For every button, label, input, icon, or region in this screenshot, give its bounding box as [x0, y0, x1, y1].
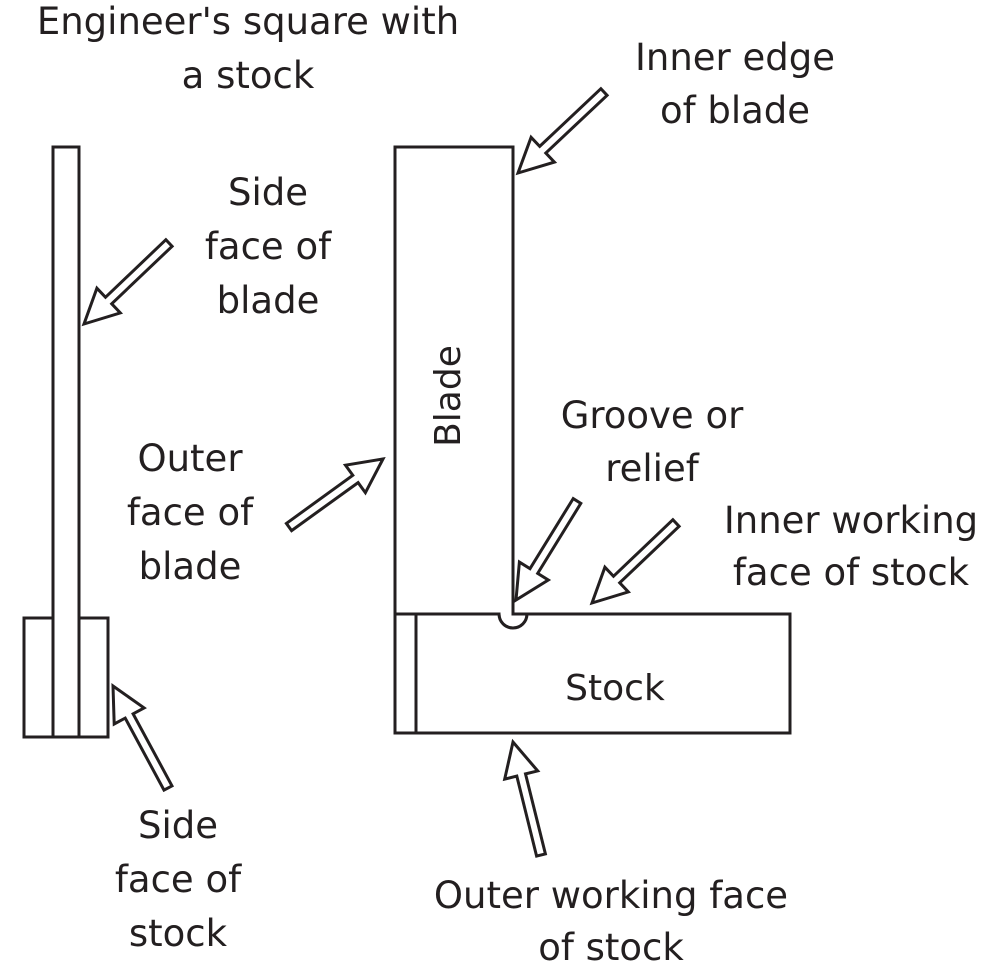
outer-working-face-of-stock-line-1: Outer working face — [434, 874, 788, 917]
outer-face-of-blade-line-2: face of — [127, 491, 254, 534]
diagram-title-line-2: a stock — [182, 54, 315, 97]
label-side-face-of-stock: Side face of stock — [115, 804, 242, 955]
side-face-of-stock-line-1: Side — [138, 804, 218, 847]
label-outer-face-of-blade: Outer face of blade — [127, 437, 254, 588]
arrows — [81, 86, 682, 858]
outer-working-face-of-stock-line-2: of stock — [538, 926, 684, 965]
inner-working-face-of-stock-line-2: face of stock — [733, 551, 970, 594]
outer-face-of-blade-line-3: blade — [139, 545, 242, 588]
stock-label: Stock — [565, 668, 665, 709]
arrow-inner-edge-of-blade — [515, 86, 610, 176]
inner-working-face-of-stock-line-1: Inner working — [724, 499, 978, 542]
arrow-side-face-of-stock — [111, 683, 175, 793]
arrow-groove-or-relief — [514, 496, 583, 603]
label-outer-working-face-of-stock: Outer working face of stock — [434, 874, 788, 965]
groove-or-relief-line-2: relief — [605, 447, 699, 490]
label-groove-or-relief: Groove or relief — [561, 394, 744, 490]
side-face-of-stock-line-3: stock — [129, 912, 228, 955]
side-face-of-blade-line-2: face of — [205, 225, 332, 268]
arrow-outer-working-face-of-stock — [502, 738, 548, 858]
side-view — [22, 145, 110, 739]
label-inner-working-face-of-stock: Inner working face of stock — [724, 499, 978, 594]
side-face-of-stock-line-2: face of — [115, 858, 242, 901]
groove-or-relief-line-1: Groove or — [561, 394, 744, 437]
label-side-face-of-blade: Side face of blade — [205, 171, 332, 322]
diagram-title-line-1: Engineer's square with — [37, 0, 459, 43]
front-view: Blade Stock — [393, 145, 792, 735]
arrow-inner-working-face-of-stock — [589, 517, 682, 606]
side-view-blade — [51, 145, 81, 739]
blade-label: Blade — [428, 345, 469, 447]
arrow-side-face-of-blade — [81, 237, 175, 327]
inner-edge-of-blade-line-2: of blade — [660, 89, 810, 132]
side-face-of-blade-line-1: Side — [228, 171, 308, 214]
label-inner-edge-of-blade: Inner edge of blade — [635, 36, 835, 132]
outer-face-of-blade-line-1: Outer — [137, 437, 243, 480]
side-face-of-blade-line-3: blade — [217, 279, 320, 322]
arrow-outer-face-of-blade — [284, 457, 386, 533]
inner-edge-of-blade-line-1: Inner edge — [635, 36, 835, 79]
front-view-stock — [393, 612, 792, 735]
